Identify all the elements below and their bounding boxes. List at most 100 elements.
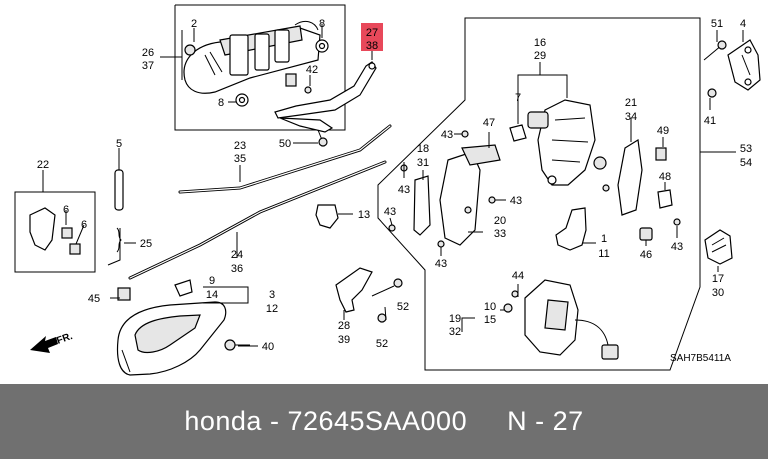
bracket-18 <box>413 175 431 236</box>
inside-handle <box>116 279 250 376</box>
callout: 3 <box>269 289 275 301</box>
callout: 43 <box>671 241 683 253</box>
callout: 8 <box>319 18 325 30</box>
part-49 <box>655 147 667 161</box>
callout: 2 <box>191 18 197 30</box>
callout: 20 <box>494 215 506 227</box>
footer-caption: honda - 72645SAA000 N - 27 <box>0 406 768 437</box>
callout: 43 <box>435 258 447 270</box>
front-direction-arrow: FR. <box>30 331 74 353</box>
callout: 28 <box>338 320 350 332</box>
callout: 47 <box>483 117 495 129</box>
callout: 8 <box>218 97 224 109</box>
callout: 43 <box>398 184 410 196</box>
callout: 22 <box>37 159 49 171</box>
callout: 14 <box>206 289 218 301</box>
callout: 42 <box>306 64 318 76</box>
callout: 29 <box>534 50 546 62</box>
brand: honda <box>184 406 262 436</box>
bolt-41 <box>707 88 717 98</box>
lock-knob-rod <box>128 160 387 280</box>
callout: 48 <box>659 171 671 183</box>
callout: 18 <box>417 143 429 155</box>
part-7 <box>509 124 527 142</box>
lever-1 <box>555 207 587 251</box>
callout: 15 <box>484 314 496 326</box>
bolt-51 <box>703 40 727 61</box>
callout: 26 <box>142 47 154 59</box>
callout: 32 <box>449 326 461 338</box>
callout: 11 <box>598 248 609 260</box>
callout: 9 <box>209 275 215 287</box>
callout: 45 <box>88 293 100 305</box>
callout: 43 <box>441 129 453 141</box>
callout: 49 <box>657 125 669 137</box>
callout: 39 <box>338 334 350 346</box>
parts-diagram: 2 8 26 37 42 8 27 38 50 23 35 5 22 6 6 2… <box>14 4 761 376</box>
outside-handle-rod <box>178 124 392 194</box>
part-46 <box>639 227 653 241</box>
callout: 36 <box>231 263 243 275</box>
callout: 4 <box>740 18 746 30</box>
callout: 34 <box>625 111 637 123</box>
callout: 10 <box>484 301 496 313</box>
outside-handle-group <box>174 4 346 131</box>
callout: 12 <box>266 303 278 315</box>
callout-labels: 2 8 26 37 42 8 27 38 50 23 35 5 22 6 6 2… <box>37 18 752 353</box>
callout: 19 <box>449 313 461 325</box>
callout: 52 <box>397 301 409 313</box>
door-lock-actuator <box>527 99 607 186</box>
separator: - <box>261 406 288 436</box>
diagram-code: SAH7B5411A <box>670 353 731 364</box>
callout: 25 <box>140 238 152 250</box>
callout: 21 <box>625 97 637 109</box>
callout: 1 <box>601 233 607 245</box>
callout: 38 <box>366 40 378 52</box>
callout: 31 <box>417 157 429 169</box>
callout: 51 <box>711 18 723 30</box>
ref-prefix: N - <box>507 406 553 436</box>
callout: 40 <box>262 341 274 353</box>
callout: 54 <box>740 157 752 169</box>
callout: 24 <box>231 249 243 261</box>
callout: 16 <box>534 37 546 49</box>
callout: 43 <box>384 206 396 218</box>
callout: 52 <box>376 338 388 350</box>
callout: 33 <box>494 228 506 240</box>
callout: 44 <box>512 270 524 282</box>
callout: 5 <box>116 138 122 150</box>
rod-25 <box>107 227 122 266</box>
callout: 43 <box>510 195 522 207</box>
rod-clip-13 <box>315 204 339 229</box>
arrow-icon <box>30 336 58 353</box>
highlight-box <box>361 23 383 51</box>
callout: 7 <box>515 92 521 104</box>
callout: 23 <box>234 140 246 152</box>
callout: 35 <box>234 153 246 165</box>
hole-cap-17 <box>704 229 733 265</box>
callout: 30 <box>712 287 724 299</box>
ref-number: 27 <box>552 406 584 436</box>
callout: 37 <box>142 60 154 72</box>
callout: 27 <box>366 27 378 39</box>
callout: 50 <box>279 138 291 150</box>
front-label: FR. <box>55 331 74 347</box>
spacer <box>467 406 507 436</box>
callout: 17 <box>712 273 724 285</box>
part-number: 72645SAA000 <box>287 406 468 436</box>
door-latch <box>503 279 619 360</box>
door-striker <box>727 39 761 91</box>
callout: 6 <box>81 219 87 231</box>
part-48 <box>657 189 673 209</box>
inside-handle-bracket-group <box>14 191 96 273</box>
callout: 41 <box>704 115 716 127</box>
callout: 6 <box>63 204 69 216</box>
bracket-21 <box>617 139 643 216</box>
latch-cover-20 <box>439 144 501 246</box>
footer-bar: honda - 72645SAA000 N - 27 <box>0 384 768 459</box>
bracket-28 <box>335 267 403 323</box>
bolt-icon <box>184 44 196 56</box>
callout: 13 <box>358 209 370 221</box>
callout: 46 <box>640 249 652 261</box>
leader-lines <box>42 24 744 347</box>
